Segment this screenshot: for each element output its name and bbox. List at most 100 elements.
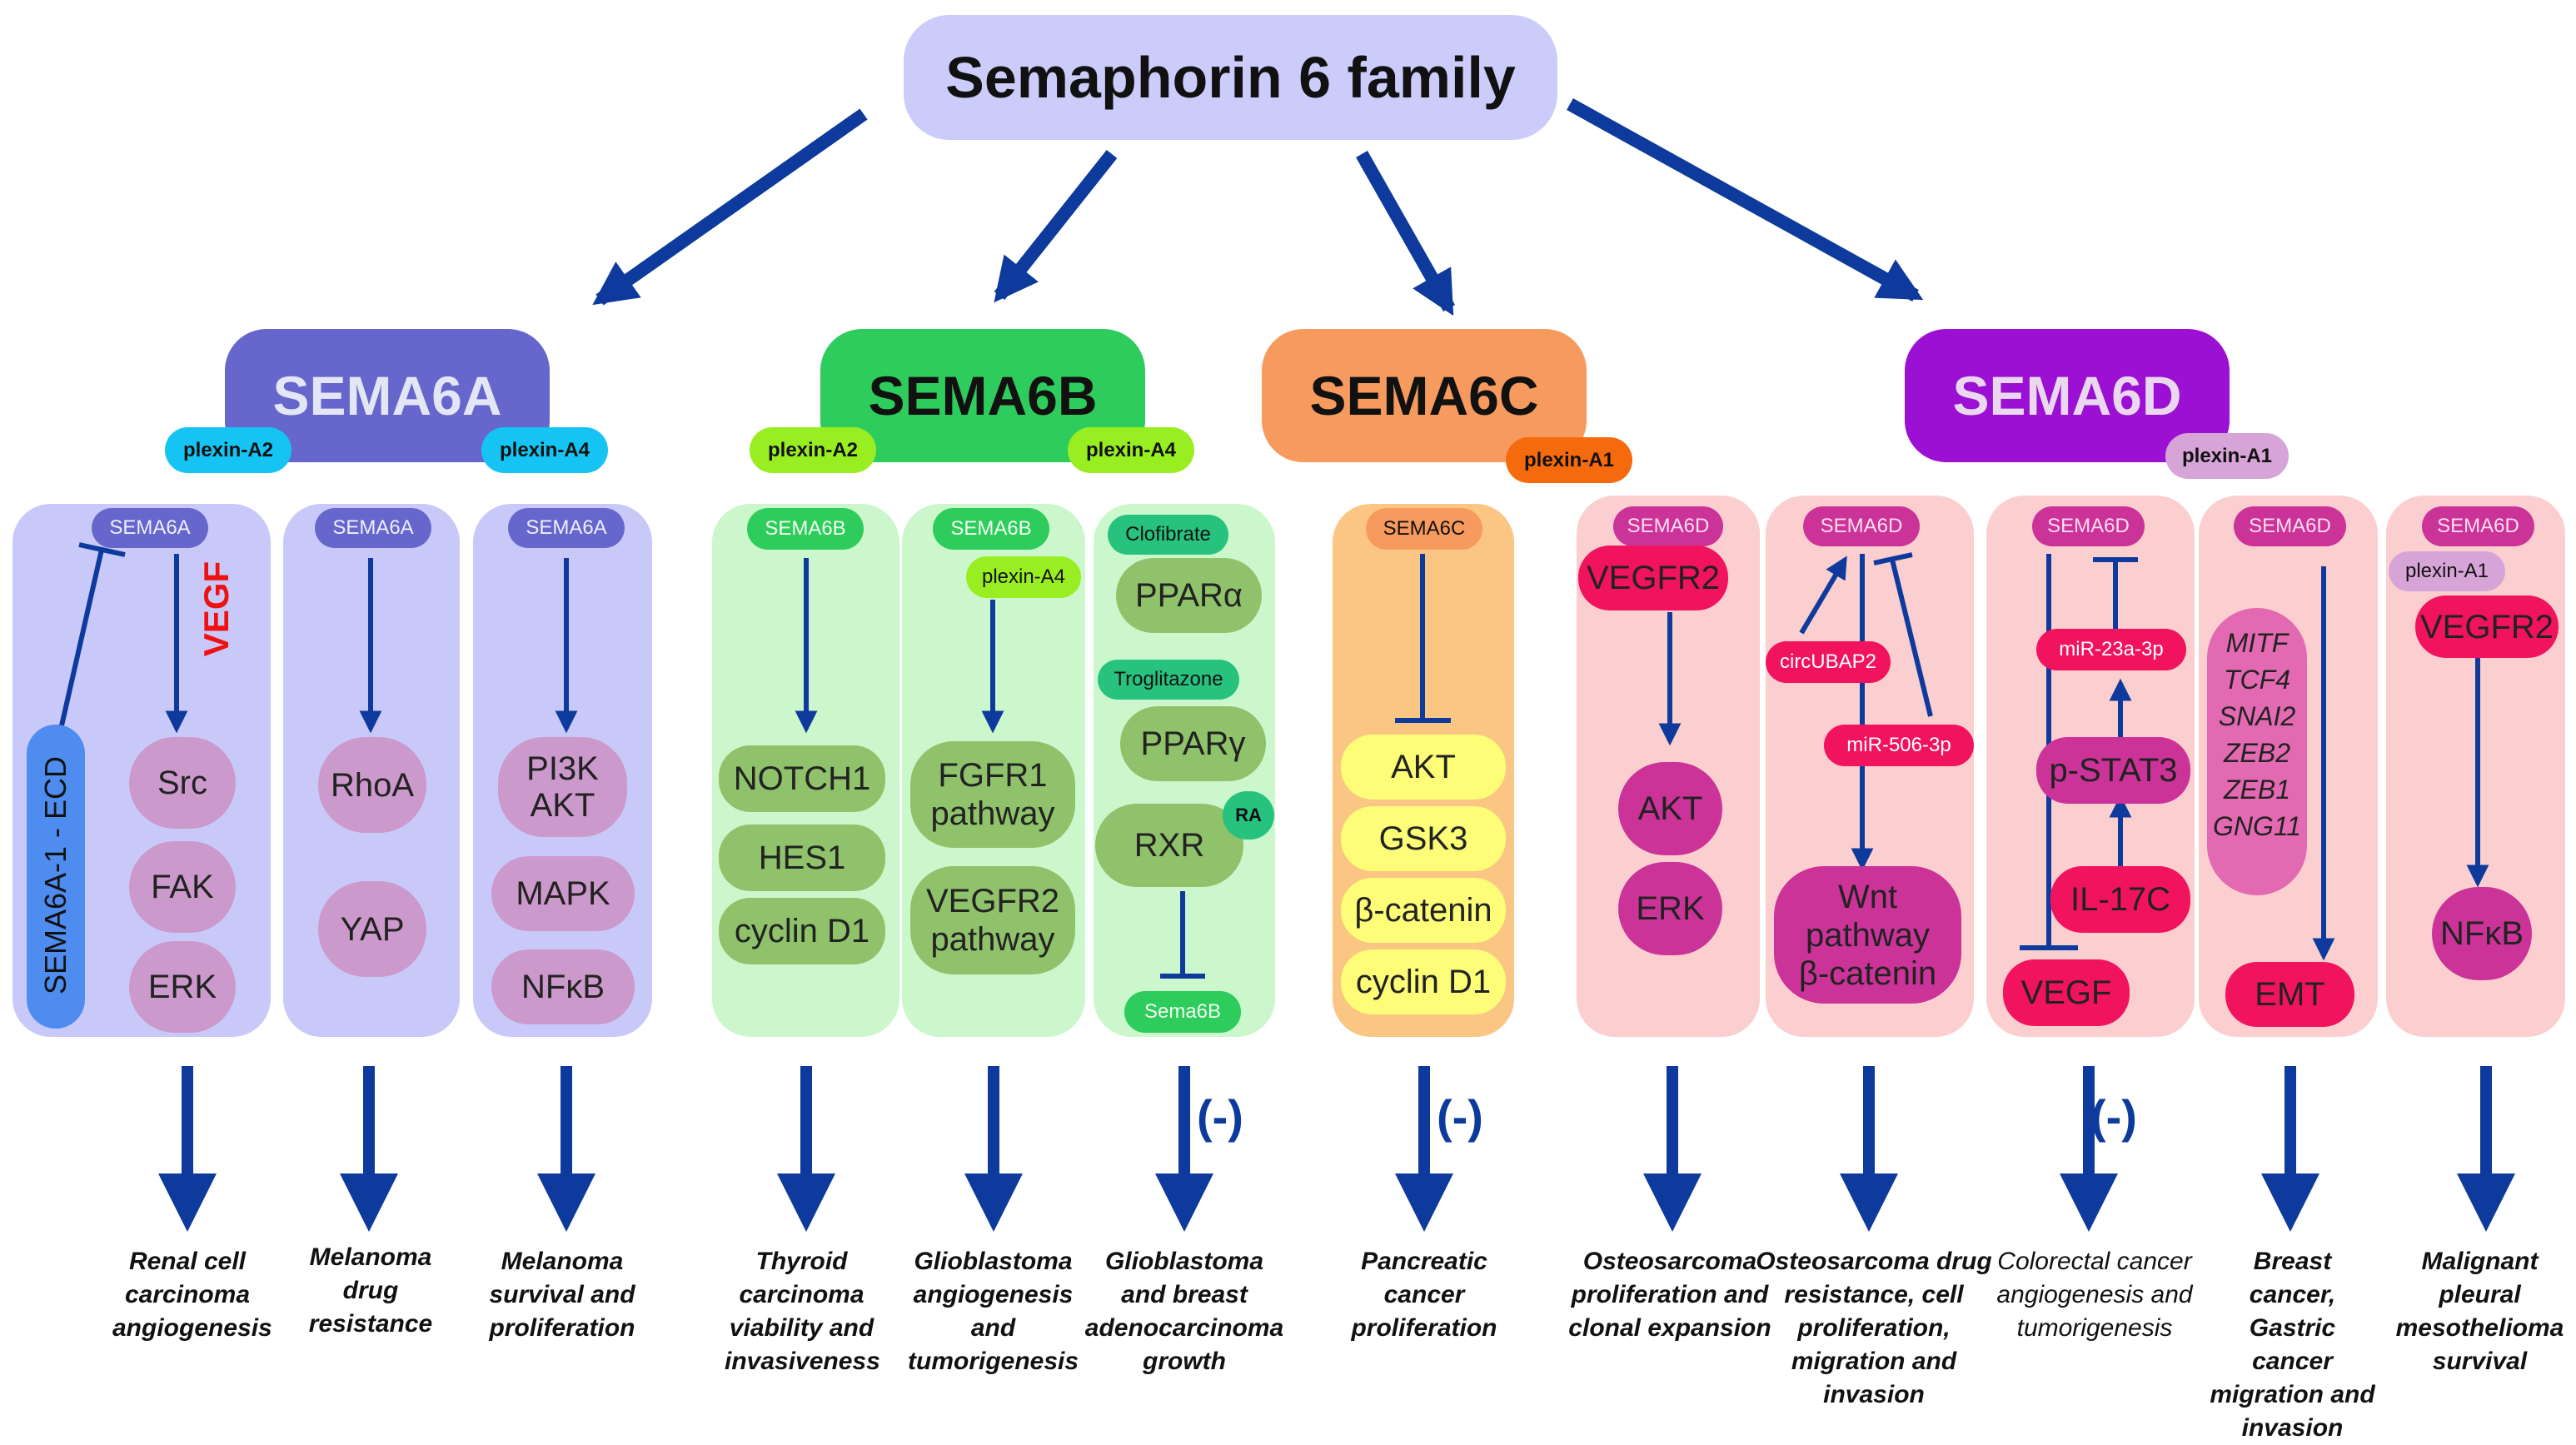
node-label: IL-17C	[2070, 881, 2171, 918]
node-label: ERK	[147, 969, 217, 1005]
page-title: Semaphorin 6 family	[904, 15, 1557, 140]
node-akt-6d: AKT	[1618, 762, 1722, 855]
receptor-plexin-a1-d5: plexin-A1	[2389, 551, 2505, 591]
node-erk: ERK	[129, 941, 236, 1033]
receptor-label: plexin-A4	[499, 438, 590, 461]
gene-item: GNG11	[2212, 811, 2302, 841]
negative-marker-d3: (-)	[2090, 1090, 2137, 1143]
drug-clofibrate: Clofibrate	[1108, 515, 1228, 555]
node-beta-catenin: β-catenin	[1341, 878, 1506, 943]
outcome-d3: Colorectal cancer angiogenesis and tumor…	[1996, 1248, 2193, 1342]
panel-d1-top-label: SEMA6D	[1627, 515, 1710, 537]
outcome-b3: Glioblastoma and breast adenocarcinoma g…	[1084, 1248, 1284, 1375]
node-notch1: NOTCH1	[719, 745, 885, 812]
outcome-arrows	[158, 1066, 2515, 1232]
panel-d3-top: SEMA6D	[2032, 506, 2145, 546]
node-label: FGFR1 pathway	[930, 757, 1055, 832]
node-pi3k-akt: PI3K AKT	[498, 737, 627, 837]
node-label: cyclin D1	[1355, 964, 1492, 1000]
member-sema6c-label: SEMA6C	[1309, 365, 1539, 426]
panel-d2-top-label: SEMA6D	[1820, 515, 1903, 537]
sema6a-ecd-label: SEMA6A-1 - ECD	[38, 755, 72, 995]
panel-a3-top: SEMA6A	[508, 508, 625, 548]
pathway-connectors	[57, 542, 2489, 979]
gene-item: ZEB1	[2223, 775, 2291, 805]
drug-label: Troglitazone	[1114, 668, 1223, 690]
arrow-title-to-sema6c	[1356, 151, 1455, 316]
node-label: HES1	[758, 840, 846, 876]
panel-d5-top-label: SEMA6D	[2437, 515, 2519, 537]
node-label: RXR	[1134, 827, 1205, 864]
inhibit-bar-mir506	[1873, 552, 1913, 566]
outcome-b1: Thyroid carcinoma viability and invasive…	[725, 1248, 880, 1375]
node-label: NFκB	[521, 969, 605, 1005]
gene-item: ZEB2	[2223, 738, 2291, 768]
node-cyclin-d1-6b: cyclin D1	[719, 898, 885, 964]
panel-b1-top: SEMA6B	[747, 508, 864, 550]
node-label: EMT	[2255, 976, 2325, 1013]
node-ppar-alpha: PPARα	[1116, 558, 1262, 633]
node-label: RA	[1235, 805, 1262, 826]
node-label: Wnt pathway β-catenin	[1798, 878, 1937, 992]
page-title-text: Semaphorin 6 family	[945, 45, 1516, 110]
node-emt: EMT	[2225, 962, 2354, 1027]
gene-item: TCF4	[2224, 665, 2290, 695]
node-label: AKT	[1637, 790, 1703, 827]
node-ppar-gamma: PPARγ	[1120, 706, 1266, 781]
node-label: FAK	[151, 869, 214, 905]
drug-troglitazone: Troglitazone	[1098, 660, 1239, 700]
outcome-a3: Melanoma survival and proliferation	[489, 1248, 635, 1342]
node-vegf-d3: VEGF	[2003, 959, 2130, 1026]
member-sema6d-label: SEMA6D	[1952, 365, 2182, 426]
panel-d5-top: SEMA6D	[2422, 506, 2534, 546]
sema6a-ecd-bar: SEMA6A-1 - ECD	[27, 725, 85, 1029]
node-label: Src	[157, 765, 207, 801]
node-label: VEGFR2	[1586, 560, 1721, 596]
panel-d3-top-label: SEMA6D	[2047, 515, 2130, 537]
gene-list: MITF TCF4 SNAI2 ZEB2 ZEB1 GNG11	[2207, 608, 2307, 895]
receptor-label: plexin-A2	[182, 438, 274, 461]
gene-item: MITF	[2225, 628, 2289, 658]
node-label: NOTCH1	[733, 760, 871, 797]
node-mapk: MAPK	[491, 856, 635, 931]
panel-c1-top: SEMA6C	[1366, 508, 1482, 550]
mirna-circubap2: circUBAP2	[1766, 641, 1891, 683]
node-label: AKT	[1391, 749, 1456, 785]
node-akt-6c: AKT	[1341, 735, 1506, 800]
panel-d1-top: SEMA6D	[1613, 506, 1723, 546]
mirna-label: circUBAP2	[1779, 650, 1877, 673]
panel-b2-top-label: SEMA6B	[950, 517, 1032, 540]
node-label: VEGFR2	[2419, 608, 2554, 645]
node-label: RhoA	[330, 766, 415, 804]
gene-item: SNAI2	[2218, 701, 2296, 731]
member-sema6b-label: SEMA6B	[868, 365, 1098, 426]
node-label: ERK	[1636, 890, 1705, 927]
arrow-circubap2-6d	[1799, 556, 1847, 635]
outcome-d2: Osteosarcoma drug resistance, cell proli…	[1756, 1248, 1992, 1408]
node-wnt-pathway: Wnt pathway β-catenin	[1774, 866, 1961, 1004]
inhibit-mir506-6d	[1890, 559, 1933, 717]
panel-a1-top-label: SEMA6A	[109, 516, 191, 539]
vegf-label: VEGF	[192, 560, 242, 668]
node-yap: YAP	[318, 881, 426, 977]
node-label: cyclin D1	[734, 913, 870, 949]
node-label: MAPK	[516, 875, 610, 912]
panel-a3-top-label: SEMA6A	[526, 516, 607, 539]
outcome-a2: Melanoma drug resistance	[308, 1243, 433, 1338]
node-rxr: RXR	[1095, 804, 1243, 887]
outcome-d4: Breast cancer, Gastric cancer migration …	[2210, 1248, 2375, 1442]
panel-d4-top: SEMA6D	[2234, 506, 2346, 546]
node-label: VEGFR2 pathway	[925, 883, 1060, 958]
outcome-b2: Glioblastoma angiogenesis and tumorigene…	[908, 1248, 1079, 1375]
node-vegfr2-d5: VEGFR2	[2415, 595, 2559, 658]
receptor-label: plexin-A1	[2404, 560, 2489, 582]
member-sema6c: SEMA6C	[1262, 329, 1587, 462]
node-src: Src	[129, 737, 236, 829]
node-label: YAP	[340, 910, 405, 948]
node-label: NFκB	[2440, 915, 2524, 952]
outcome-c1: Pancreatic cancer proliferation	[1351, 1248, 1497, 1342]
outcome-d1: Osteosarcoma proliferation and clonal ex…	[1568, 1248, 1771, 1342]
receptor-label: plexin-A4	[1085, 438, 1177, 461]
negative-marker-b3: (-)	[1197, 1090, 1243, 1143]
node-rhoa: RhoA	[318, 737, 426, 833]
